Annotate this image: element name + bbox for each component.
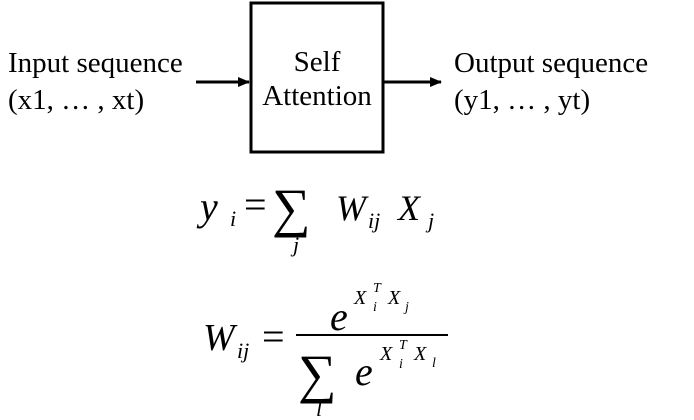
eq2-den-x1: X [379, 343, 393, 365]
eq1-w: W [336, 188, 369, 228]
equation-weights: W ij = e X T i X j ∑ l e X T i X l [203, 281, 448, 420]
eq2-num-x1-sub: i [373, 300, 377, 315]
eq2-den-x2-sub: l [432, 356, 436, 371]
box-label-line2: Attention [262, 80, 372, 112]
eq1-sum-index: j [290, 232, 299, 257]
output-label-line2: (y1, … , yt) [454, 84, 590, 116]
output-label-line1: Output sequence [454, 47, 648, 79]
eq2-den-base: e [355, 349, 373, 394]
eq1-lhs-sub: i [230, 206, 236, 231]
eq2-sum-symbol: ∑ [298, 344, 337, 404]
eq2-den-x1-sub: i [399, 357, 403, 372]
eq1-equals: = [244, 182, 267, 227]
eq1-sum-symbol: ∑ [272, 178, 311, 238]
eq1-x: X [396, 188, 422, 228]
box-label-line1: Self [294, 46, 341, 78]
eq2-num-x1: X [353, 287, 367, 309]
eq1-x-sub: j [425, 208, 434, 233]
eq1-w-sub: ij [368, 208, 380, 233]
self-attention-box [249, 1, 385, 154]
eq2-num-x2-sub: j [403, 300, 409, 315]
eq1-lhs: y [196, 184, 218, 229]
eq2-sum-index: l [316, 396, 322, 420]
eq2-num-x1-sup: T [373, 281, 382, 296]
equation-output: y i = ∑ j W ij X j [196, 178, 434, 257]
eq2-den-x2: X [413, 343, 427, 365]
eq2-num-base: e [330, 294, 348, 339]
eq2-den-x1-sup: T [399, 338, 408, 353]
eq2-lhs: W [203, 317, 238, 359]
eq2-lhs-sub: ij [237, 338, 249, 363]
eq2-num-x2: X [387, 287, 401, 309]
input-label-line2: (x1, … , xt) [8, 84, 144, 116]
eq2-equals: = [262, 314, 285, 359]
input-label-line1: Input sequence [8, 47, 183, 79]
